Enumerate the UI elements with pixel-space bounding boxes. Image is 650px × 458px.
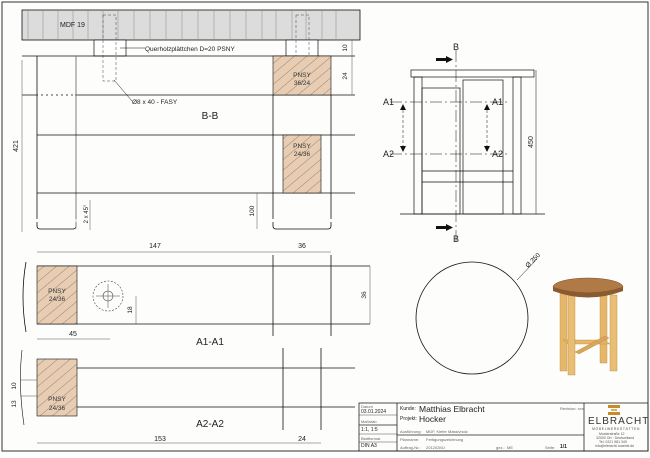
seat-top-view bbox=[415, 261, 529, 375]
marker-b-bottom: B bbox=[453, 234, 459, 244]
dim-chamfer: 2 x 45° bbox=[84, 204, 90, 223]
company-name: ELBRACHT bbox=[588, 416, 650, 427]
lower-hatch-section bbox=[282, 134, 322, 194]
dim-10-a2: 10 bbox=[11, 382, 18, 390]
project-label: Projekt: bbox=[400, 416, 417, 422]
address-line-3: Tel. 0221 981 349 bbox=[599, 440, 627, 444]
execution-label: Ausführung: bbox=[400, 429, 422, 434]
company-subtitle: MÖBELWERKSTÄTTEN bbox=[592, 427, 641, 431]
marker-a2-left: A2 bbox=[383, 149, 394, 159]
format-label: Blattformat bbox=[361, 436, 381, 441]
dim-147: 147 bbox=[149, 243, 161, 250]
dowel-hole-icon bbox=[92, 280, 124, 312]
dim-450: 450 bbox=[528, 136, 535, 148]
plan-value: Fertigungszeichnung bbox=[426, 437, 464, 442]
dim-45: 45 bbox=[69, 331, 77, 338]
marker-a1-left: A1 bbox=[383, 97, 394, 107]
date-value: 03.01.2024 bbox=[361, 409, 387, 415]
revision-note: Revision: xxx bbox=[560, 406, 584, 411]
section-title-a2-a2: A2-A2 bbox=[196, 419, 224, 430]
plate-label: Querholzplättchen D=20 PSNY bbox=[145, 46, 235, 53]
page-label: Seite: bbox=[545, 445, 556, 450]
title-block-frame bbox=[358, 402, 649, 452]
upper-hatch-label-2: 36/24 bbox=[294, 80, 311, 87]
section-title-a1-a1: A1-A1 bbox=[196, 337, 224, 348]
checked-label: gez.: bbox=[496, 445, 505, 450]
marker-a2-right: A2 bbox=[492, 149, 503, 159]
upper-hatch-label-1: PNSY bbox=[293, 72, 311, 79]
elbracht-logo-icon bbox=[608, 405, 620, 415]
dim-10: 10 bbox=[342, 44, 349, 52]
section-a2-a2: PNSY 24/36 10 13 A2-A2 153 24 bbox=[11, 348, 355, 444]
upper-hatch-section bbox=[272, 55, 332, 96]
dowel-label: Ø8 x 40 - FASY bbox=[132, 99, 178, 106]
section-title-b-b: B-B bbox=[202, 111, 219, 122]
a1-hatch-label-1: PNSY bbox=[48, 288, 66, 295]
project-value: Hocker bbox=[419, 414, 446, 424]
dim-100: 100 bbox=[249, 205, 256, 216]
scale-label: Maßstab bbox=[361, 419, 377, 424]
address-line-4: info@elbracht-moebel.de bbox=[595, 444, 635, 448]
checked-value: ME bbox=[507, 445, 513, 450]
dim-421: 421 bbox=[13, 140, 20, 152]
lower-hatch-label-1: PNSY bbox=[293, 143, 311, 150]
section-b-b: MDF 19 Querholzplättchen D=20 PSNY Ø8 x … bbox=[13, 9, 361, 232]
a1-hatch-label-2: 24/36 bbox=[49, 296, 66, 303]
dim-36-side: 36 bbox=[361, 291, 368, 299]
dim-13: 13 bbox=[11, 400, 18, 408]
a2-hatch-label-2: 24/36 bbox=[49, 405, 66, 412]
section-a1-a1: 147 36 PNSY 24/36 18 36 45 A1-A1 bbox=[22, 243, 371, 348]
format-value: DIN A3 bbox=[361, 443, 377, 449]
lower-hatch-label-2: 24/36 bbox=[294, 151, 311, 158]
order-label: Auftrag-Nr.: bbox=[400, 445, 421, 450]
dim-18: 18 bbox=[127, 306, 134, 314]
address-line-2: 32000 Ort · Deutschland bbox=[596, 436, 635, 440]
stool-3d-icon bbox=[552, 277, 624, 376]
diameter-label: Ø 350 bbox=[524, 252, 542, 270]
marker-a1-right: A1 bbox=[492, 97, 503, 107]
customer-value: Matthias Elbracht bbox=[419, 404, 485, 414]
address-line-1: Musterstraße 12 bbox=[599, 432, 625, 436]
dim-24-a2: 24 bbox=[298, 436, 306, 443]
execution-value: MDF, Kiefer Massivholz bbox=[426, 429, 468, 434]
order-value: 201202MJ bbox=[426, 445, 445, 450]
customer-label: Kunde: bbox=[400, 406, 416, 412]
dim-36-top: 36 bbox=[298, 243, 306, 250]
dim-153: 153 bbox=[154, 436, 166, 443]
mdf-label: MDF 19 bbox=[60, 22, 85, 29]
a2-hatch-label-1: PNSY bbox=[48, 396, 66, 403]
a1-hatch-section bbox=[36, 265, 78, 325]
page-value: 1/1 bbox=[560, 444, 567, 450]
front-view bbox=[390, 50, 545, 242]
marker-b-top: B bbox=[453, 42, 459, 52]
a2-hatch-section bbox=[36, 358, 78, 417]
date-label: Datum bbox=[361, 404, 373, 409]
scale-value: 1:1, 1:5 bbox=[361, 427, 378, 433]
dim-24: 24 bbox=[342, 72, 349, 80]
plan-label: Planname: bbox=[400, 437, 420, 442]
